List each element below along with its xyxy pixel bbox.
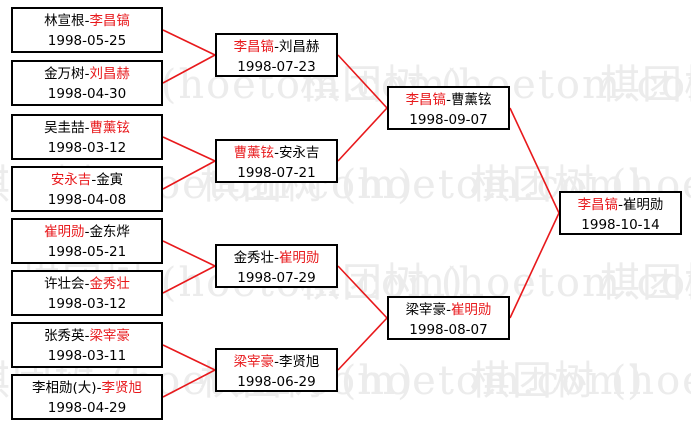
- player2-name: 梁宰豪: [89, 328, 130, 344]
- bracket-connector: [162, 160, 216, 190]
- match-node: 曹薰铉-安永吉 1998-07-21: [215, 139, 338, 183]
- player2-name: 安永吉: [278, 145, 320, 161]
- player2-name: 李昌镐: [89, 13, 130, 29]
- vs-dash: -: [84, 328, 90, 344]
- bracket-connector: [162, 344, 216, 371]
- vs-dash: -: [84, 120, 90, 136]
- player1-name: 张秀英: [44, 328, 85, 344]
- vs-dash: -: [618, 197, 623, 213]
- bracket-connector: [162, 136, 216, 162]
- match-date: 1998-07-23: [237, 59, 316, 75]
- player1-name: 许壮会: [44, 276, 85, 292]
- bracket-connector: [337, 265, 388, 319]
- vs-dash: -: [91, 172, 97, 188]
- player1-name: 崔明勋: [44, 224, 85, 240]
- vs-dash: -: [84, 66, 90, 82]
- match-node: 安永吉-金寅 1998-04-08: [11, 166, 163, 212]
- player1-name: 金秀壮: [233, 250, 275, 266]
- player1-name: 李相勋(大): [32, 380, 97, 396]
- bracket-connector: [162, 240, 216, 267]
- player2-name: 金寅: [96, 172, 124, 188]
- match-date: 1998-04-08: [47, 192, 127, 208]
- match-date: 1998-03-12: [47, 140, 127, 156]
- bracket-connector: [162, 369, 216, 398]
- match-date: 1998-10-14: [581, 217, 660, 233]
- player2-name: 李贤旭: [278, 354, 320, 370]
- match-date: 1998-07-21: [237, 165, 316, 181]
- vs-dash: -: [274, 250, 279, 266]
- match-date: 1998-09-07: [409, 112, 488, 128]
- match-node: 张秀英-梁宰豪 1998-03-11: [11, 322, 163, 368]
- match-date: 1998-04-29: [47, 400, 127, 416]
- player1-name: 梁宰豪: [405, 302, 447, 318]
- vs-dash: -: [84, 13, 90, 29]
- match-node: 崔明勋-金东烨 1998-05-21: [11, 218, 163, 264]
- match-node: 许壮会-金秀壮 1998-03-12: [11, 270, 163, 316]
- player1-name: 梁宰豪: [233, 354, 275, 370]
- match-date: 1998-03-11: [47, 348, 127, 364]
- vs-dash: -: [274, 145, 279, 161]
- vs-dash: -: [446, 302, 451, 318]
- match-node: 梁宰豪-李贤旭 1998-06-29: [215, 348, 338, 392]
- player1-name: 吴圭喆: [44, 120, 85, 136]
- vs-dash: -: [96, 380, 102, 396]
- player2-name: 曹薰铉: [89, 120, 130, 136]
- match-node: 吴圭喆-曹薰铉 1998-03-12: [11, 114, 163, 160]
- match-node: 李昌镐-崔明勋 1998-10-14: [559, 191, 682, 235]
- vs-dash: -: [84, 276, 90, 292]
- match-node: 李昌镐-曹薰铉 1998-09-07: [387, 86, 510, 130]
- player2-name: 崔明勋: [622, 197, 664, 213]
- bracket-connector: [509, 212, 560, 319]
- bracket-connector: [509, 107, 560, 214]
- player1-name: 李昌镐: [233, 39, 275, 55]
- vs-dash: -: [274, 39, 279, 55]
- match-node: 林宣根-李昌镐 1998-05-25: [11, 7, 163, 53]
- player2-name: 金秀壮: [89, 276, 130, 292]
- player2-name: 刘昌赫: [278, 39, 320, 55]
- match-node: 李昌镐-刘昌赫 1998-07-23: [215, 33, 338, 77]
- match-date: 1998-06-29: [237, 374, 316, 390]
- player2-name: 曹薰铉: [450, 92, 492, 108]
- player2-name: 刘昌赫: [89, 66, 130, 82]
- player1-name: 安永吉: [50, 172, 92, 188]
- match-date: 1998-03-12: [47, 296, 127, 312]
- player2-name: 崔明勋: [450, 302, 492, 318]
- player2-name: 崔明勋: [278, 250, 320, 266]
- bracket-connector: [162, 54, 216, 84]
- bracket-connector: [162, 29, 216, 56]
- match-date: 1998-07-29: [237, 270, 316, 286]
- match-node: 金秀壮-崔明勋 1998-07-29: [215, 244, 338, 288]
- bracket-connector: [337, 317, 388, 371]
- match-date: 1998-05-21: [47, 244, 127, 260]
- match-date: 1998-04-30: [47, 86, 127, 102]
- player2-name: 李贤旭: [101, 380, 142, 396]
- player1-name: 李昌镐: [405, 92, 447, 108]
- player2-name: 金东烨: [89, 224, 130, 240]
- player1-name: 金万树: [44, 66, 85, 82]
- bracket-connector: [337, 54, 388, 109]
- match-node: 李相勋(大)-李贤旭 1998-04-29: [11, 374, 163, 420]
- match-date: 1998-08-07: [409, 322, 488, 338]
- match-date: 1998-05-25: [47, 33, 127, 49]
- bracket-connector: [162, 265, 216, 294]
- player1-name: 李昌镐: [577, 197, 619, 213]
- vs-dash: -: [446, 92, 451, 108]
- vs-dash: -: [84, 224, 90, 240]
- player1-name: 曹薰铉: [233, 145, 275, 161]
- match-node: 金万树-刘昌赫 1998-04-30: [11, 60, 163, 106]
- vs-dash: -: [274, 354, 279, 370]
- player1-name: 林宣根: [44, 13, 85, 29]
- bracket-connector: [337, 107, 388, 162]
- match-node: 梁宰豪-崔明勋 1998-08-07: [387, 296, 510, 340]
